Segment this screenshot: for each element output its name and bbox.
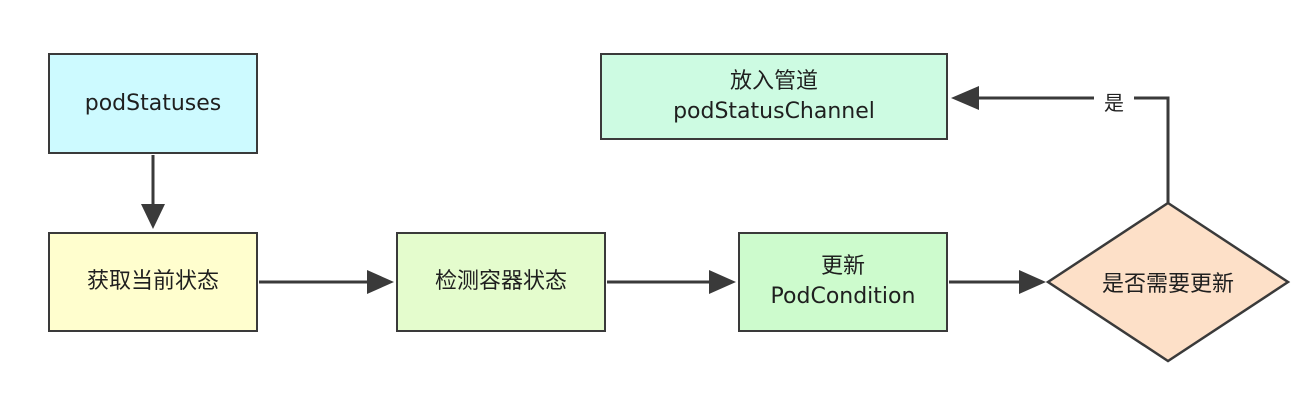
arrowhead-right-2	[709, 270, 736, 294]
node-get-current-state[interactable]: 获取当前状态	[48, 232, 258, 332]
node-get-current-state-label: 获取当前状态	[86, 269, 219, 295]
decision-label: 是否需要更新	[1101, 272, 1234, 297]
node-update-line1: 更新	[820, 254, 865, 280]
node-check-container-state[interactable]: 检测容器状态	[396, 232, 606, 332]
node-channel-line2: podStatusChannel	[673, 98, 875, 124]
arrowhead-right-3	[1019, 270, 1046, 294]
arrow-decision-to-channel	[976, 96, 1170, 203]
node-update-line2: PodCondition	[770, 284, 916, 309]
edge-yes-label: 是	[1094, 86, 1134, 116]
arrowhead-right-1	[367, 270, 394, 294]
node-pod-statuses[interactable]: podStatuses	[48, 53, 258, 154]
node-check-container-state-label: 检测容器状态	[434, 269, 567, 295]
decision-diamond[interactable]	[1045, 201, 1291, 363]
node-channel-line1: 放入管道	[729, 68, 818, 94]
arrowhead-left	[951, 86, 979, 110]
node-put-in-channel[interactable]: 放入管道 podStatusChannel	[600, 53, 948, 140]
node-update-pod-condition[interactable]: 更新 PodCondition	[738, 232, 948, 332]
node-pod-statuses-label: podStatuses	[84, 90, 222, 116]
arrowhead-down	[141, 204, 165, 229]
